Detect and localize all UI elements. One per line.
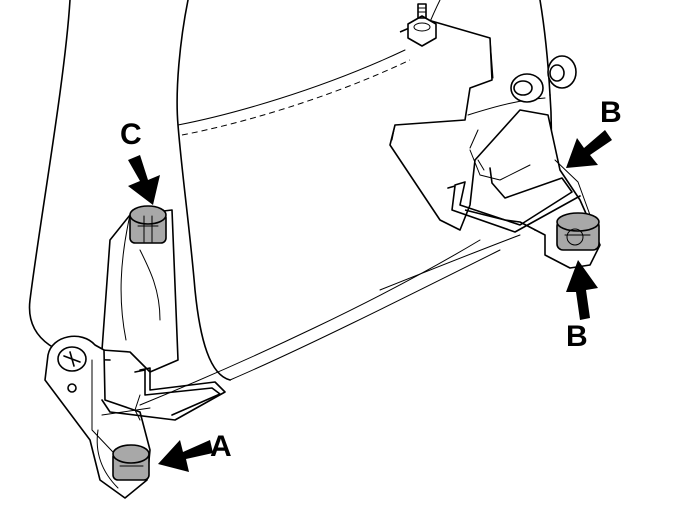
left-wire-clip [101, 367, 226, 421]
callout-label-b-upper: B [600, 96, 622, 129]
callout-arrow-b-upper [566, 130, 612, 168]
left-phillips-screw [57, 346, 87, 393]
callout-label-b-lower: B [566, 320, 588, 353]
bolt-c [129, 205, 167, 244]
callout-arrow-a [158, 440, 213, 472]
callout-label-c: C [120, 118, 142, 151]
callout-arrow-b-lower [566, 260, 598, 320]
bolt-a [112, 444, 150, 481]
bolt-b [556, 212, 600, 251]
right-side-screw [547, 55, 577, 89]
top-stud-nut [407, 3, 437, 47]
right-upper-screw [510, 73, 544, 103]
callout-arrow-c [128, 155, 160, 205]
right-wire-clip [447, 159, 581, 233]
callout-label-a: A [210, 430, 232, 463]
